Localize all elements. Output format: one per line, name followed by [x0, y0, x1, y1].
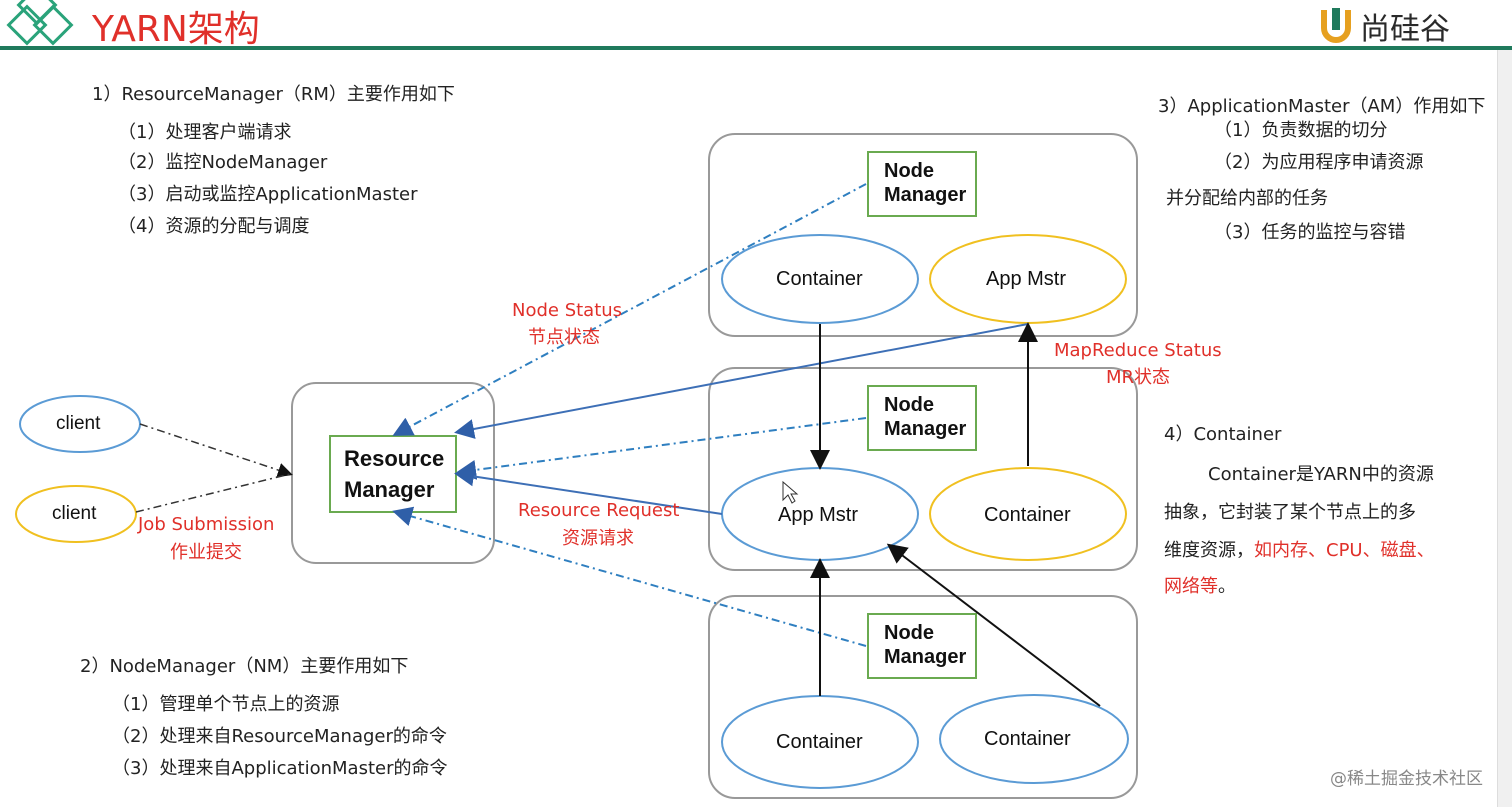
client2-to-rm-line — [135, 473, 291, 513]
brand-icon — [1316, 4, 1356, 44]
am-heading: 3）ApplicationMaster（AM）作用如下 — [1158, 96, 1486, 117]
container-body-3: 维度资源，如内存、CPU、磁盘、 — [1164, 536, 1435, 562]
nm-label-top-1: Node — [884, 160, 934, 182]
rm-label-line1: Resource — [344, 446, 445, 471]
job-submission-cn-label: 作业提交 — [170, 542, 242, 563]
nm-label-bottom-1: Node — [884, 622, 934, 644]
client-label-1: client — [56, 413, 101, 434]
nm-item: （3）处理来自ApplicationMaster的命令 — [112, 758, 448, 779]
client-ellipse-2 — [15, 485, 137, 543]
mr-status-cn-label: MR状态 — [1106, 367, 1171, 388]
appmstr-label-middle: App Mstr — [778, 504, 859, 526]
nm-label-middle-2: Manager — [884, 418, 967, 440]
container-body-4: 网络等。 — [1164, 572, 1236, 598]
container-label-top: Container — [776, 268, 863, 290]
rm-item: （4）资源的分配与调度 — [118, 216, 310, 237]
node-status-cn-label: 节点状态 — [528, 327, 600, 348]
rm-label-line2: Manager — [344, 477, 435, 502]
nm-box-middle — [867, 385, 977, 451]
node-status-line-top — [392, 183, 867, 436]
page-title: YARN架构 — [92, 9, 260, 50]
node-box-bottom — [708, 595, 1138, 799]
container-label-bottom-left: Container — [776, 731, 863, 753]
container-ellipse-top — [721, 234, 919, 324]
container-body-2: 抽象，它封装了某个节点上的多 — [1164, 502, 1416, 523]
mr-status-line — [454, 323, 1029, 439]
am-item: （2）为应用程序申请资源 — [1214, 152, 1424, 173]
header-divider — [0, 46, 1512, 50]
mr-status-label: MapReduce Status — [1054, 340, 1222, 361]
brand-name: 尚硅谷 — [1360, 12, 1450, 47]
container-ellipse-middle — [929, 467, 1127, 561]
rm-item: （3）启动或监控ApplicationMaster — [118, 184, 418, 205]
logo-mark — [6, 0, 86, 50]
rm-inner-box — [329, 435, 457, 513]
node-box-top — [708, 133, 1138, 337]
rm-item: （1）处理客户端请求 — [118, 122, 292, 143]
node-status-line-middle — [456, 417, 867, 480]
nm-label-top-2: Manager — [884, 184, 967, 206]
am-item: （3）任务的监控与容错 — [1214, 222, 1406, 243]
container-body-4-highlight: 网络等 — [1164, 576, 1218, 597]
container-heading: 4）Container — [1164, 424, 1282, 445]
watermark: @稀土掘金技术社区 — [1330, 769, 1483, 789]
appmstr-label-top: App Mstr — [986, 268, 1067, 290]
nm-label-middle-1: Node — [884, 394, 934, 416]
resource-request-cn-label: 资源请求 — [562, 528, 634, 549]
rm-item: （2）监控NodeManager — [118, 152, 328, 173]
container-ellipse-bottom-right — [939, 694, 1129, 784]
am-item: （1）负责数据的切分 — [1214, 120, 1388, 141]
node-status-label: Node Status — [512, 300, 623, 321]
nm-label-bottom-2: Manager — [884, 646, 967, 668]
nm-item: （1）管理单个节点上的资源 — [112, 694, 340, 715]
nm-box-top — [867, 151, 977, 217]
rm-heading: 1）ResourceManager（RM）主要作用如下 — [92, 84, 455, 105]
am-item: 并分配给内部的任务 — [1166, 188, 1328, 209]
container-body-3-highlight: 如内存、CPU、磁盘、 — [1254, 540, 1435, 561]
vertical-scrollbar[interactable] — [1497, 50, 1512, 807]
mouse-cursor-icon — [782, 480, 799, 504]
container-body-1: Container是YARN中的资源 — [1208, 464, 1434, 485]
nm-heading: 2）NodeManager（NM）主要作用如下 — [80, 656, 409, 677]
bottom-right-container-to-appmstr-arrow — [886, 543, 1101, 707]
container-label-middle: Container — [984, 504, 1071, 526]
container-label-bottom-right: Container — [984, 728, 1071, 750]
resource-request-line — [454, 466, 723, 515]
container-body-4-end: 。 — [1218, 576, 1236, 597]
resource-request-label: Resource Request — [518, 500, 680, 521]
container-body-3-text: 维度资源， — [1164, 540, 1254, 561]
nm-box-bottom — [867, 613, 977, 679]
job-submission-label: Job Submission — [138, 514, 275, 535]
client-label-2: client — [52, 503, 97, 524]
client1-to-rm-line — [139, 423, 293, 478]
nm-item: （2）处理来自ResourceManager的命令 — [112, 726, 447, 747]
